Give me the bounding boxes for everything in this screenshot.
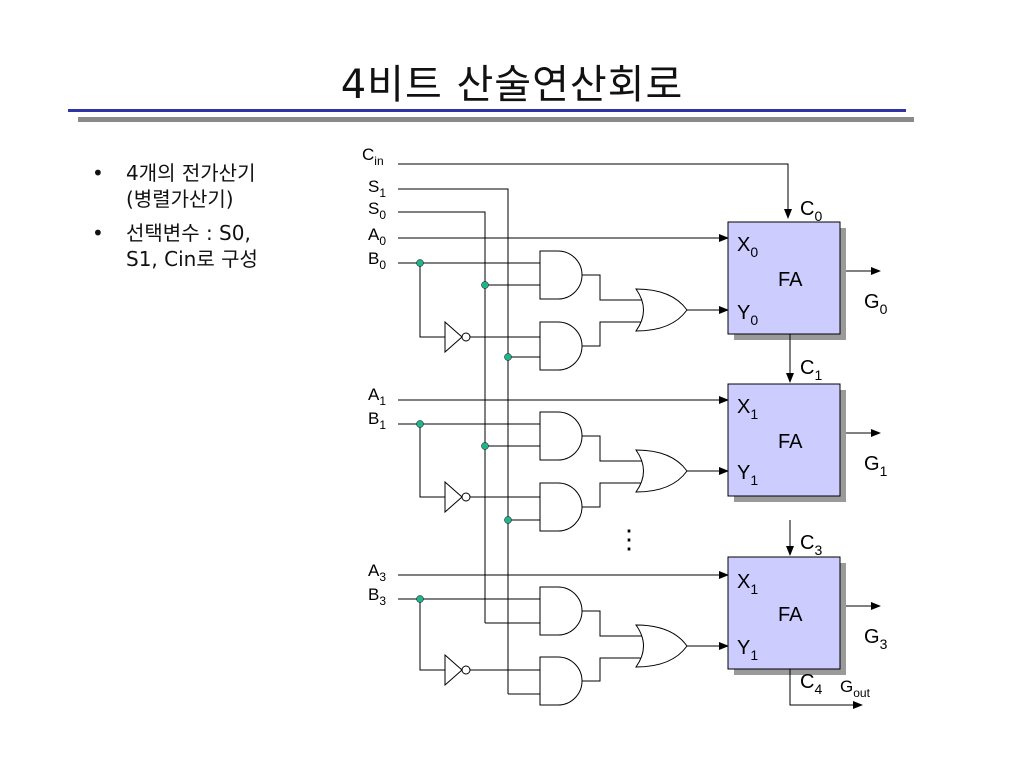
bullet-text: 4개의 전가산기 (병렬가산기)	[126, 161, 256, 211]
carry-label-c1: C1	[800, 357, 822, 383]
fa-box	[727, 556, 841, 670]
or-gate	[635, 288, 688, 332]
fa-box	[727, 221, 841, 335]
and-gate	[539, 250, 583, 300]
bullet-list: • 4개의 전가산기 (병렬가산기) • 선택변수 : S0, S1, Cin로 구…	[92, 160, 342, 280]
fa-name: FA	[778, 269, 803, 291]
carry-label-c4: C4	[800, 671, 822, 697]
carry-label-c3: C3	[800, 532, 822, 558]
junction-dot	[481, 442, 489, 450]
label-b3: B3	[368, 585, 386, 608]
fa-box	[727, 383, 841, 497]
fa-x-label: X1	[737, 396, 758, 422]
output-label-g3: G3	[864, 626, 888, 652]
junction-dot	[504, 353, 512, 361]
slide-title: 4비트 산술연산회로	[340, 62, 684, 108]
not-bubble	[461, 332, 471, 342]
full-adder-1: X1 FA Y1	[727, 383, 846, 502]
adder-labels: C0 C1 C3 C4 G0 G1 G3 Gout ⋮	[616, 198, 888, 700]
carry-output-wires	[786, 267, 881, 709]
output-label-gout: Gout	[840, 677, 871, 700]
label-s0: S0	[368, 199, 386, 222]
stage-3	[398, 586, 729, 706]
label-a1: A1	[368, 385, 386, 408]
junction-dot	[416, 420, 424, 428]
label-b0: B0	[368, 249, 386, 272]
output-label-g0: G0	[864, 291, 888, 317]
fa-x-label: X0	[737, 234, 758, 260]
bullet-item: • 4개의 전가산기 (병렬가산기)	[92, 160, 342, 212]
bullet-dot-icon: •	[92, 221, 104, 245]
full-adder-3: X1 FA Y1	[727, 556, 846, 675]
junction-dot	[481, 281, 489, 289]
fa-y-label: Y0	[737, 302, 758, 328]
fa-y-label: Y1	[737, 462, 758, 488]
label-a3: A3	[368, 561, 386, 584]
and-gate	[539, 321, 583, 371]
and-gate	[539, 586, 583, 636]
label-cin: Cin	[362, 145, 384, 168]
junction-dot	[416, 259, 424, 267]
label-s1: S1	[368, 177, 386, 200]
full-adder-0: X0 FA Y0	[727, 221, 846, 340]
fa-y-label: Y1	[737, 637, 758, 663]
carry-label-c0: C0	[800, 198, 822, 224]
junction-dots	[416, 259, 512, 603]
fa-name: FA	[778, 431, 803, 453]
stage-0	[398, 250, 729, 371]
wire-cin	[398, 163, 792, 219]
not-bubble	[461, 665, 471, 675]
and-gate	[539, 656, 583, 706]
not-bubble	[461, 492, 471, 502]
wire-c4	[789, 669, 863, 709]
not-gate	[444, 320, 463, 354]
and-gate	[539, 482, 583, 532]
stage-1	[398, 411, 729, 532]
label-b1: B1	[368, 409, 386, 432]
output-label-g1: G1	[864, 453, 888, 479]
ellipsis-vertical: ⋮	[616, 524, 642, 554]
wire-s1	[398, 188, 509, 694]
fa-name: FA	[778, 604, 803, 626]
title-underline-gray	[78, 117, 914, 122]
or-gate	[635, 624, 688, 668]
input-labels: Cin S1 S0 A0 B0 A1 B1 A3 B3	[362, 145, 386, 608]
title-underline-blue	[68, 109, 906, 112]
junction-dot	[504, 516, 512, 524]
fa-x-label: X1	[737, 571, 758, 597]
label-a0: A0	[368, 225, 386, 248]
not-gate	[444, 653, 463, 687]
wire-s0	[398, 211, 486, 623]
not-gate	[444, 480, 463, 514]
bullet-text: 선택변수 : S0, S1, Cin로 구성	[126, 221, 258, 271]
wires	[398, 163, 792, 694]
and-gate	[539, 411, 583, 461]
bullet-item: • 선택변수 : S0, S1, Cin로 구성	[92, 220, 342, 272]
bullet-dot-icon: •	[92, 161, 104, 185]
or-gate	[635, 449, 688, 493]
junction-dot	[416, 595, 424, 603]
